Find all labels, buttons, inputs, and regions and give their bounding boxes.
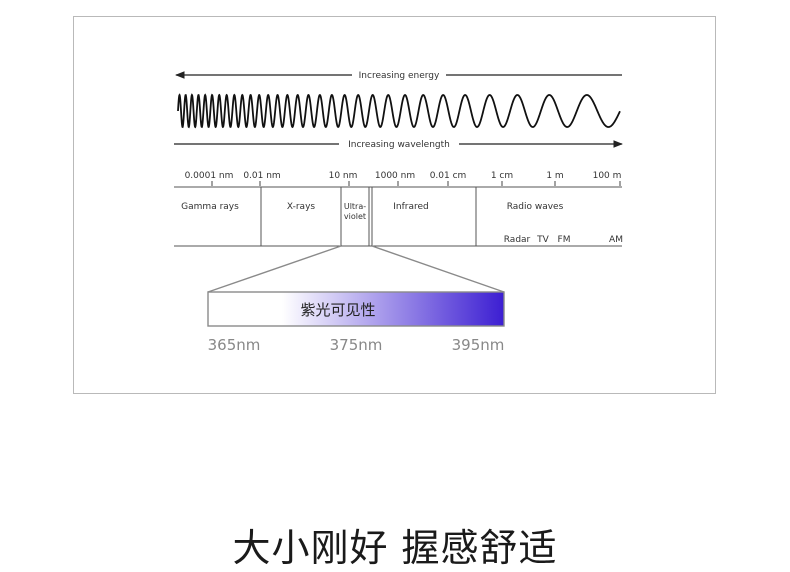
radio-sub-fm: FM [558,235,571,245]
energy-label: Increasing energy [359,71,440,81]
band-dividers [260,187,477,246]
radio-sub-tv: TV [536,235,549,245]
band-radio-waves: Radio waves [507,202,564,212]
visible-light-label: 紫光可见性 [300,301,375,319]
band-x-rays: X-rays [287,202,316,212]
radio-sub-radar: Radar [504,235,531,245]
visible-tick-395: 395nm [452,336,505,354]
band-ultraviolet-1: Ultra- [344,202,366,211]
band-ultraviolet-2: violet [344,212,366,221]
caption-text: 大小刚好 握感舒适 [232,526,558,570]
scale-tick-label: 1 m [546,171,563,181]
scale-tick-label: 1 cm [491,171,513,181]
zoom-line-left [207,245,342,293]
scale-tick-label: 0.0001 nm [185,171,234,181]
scale-tick-label: 100 m [593,171,622,181]
spectrum-figure-frame: Increasing energy Increasing wavelength … [73,16,716,394]
visible-tick-365: 365nm [208,336,261,354]
scale-tick-label: 1000 nm [375,171,415,181]
band-gamma-rays: Gamma rays [181,202,239,212]
wavelength-label: Increasing wavelength [348,140,450,150]
scale-tick-label: 0.01 nm [243,171,280,181]
band-infrared: Infrared [393,202,429,212]
radio-sub-am: AM [609,235,623,245]
electromagnetic-spectrum-diagram: Increasing energy Increasing wavelength … [174,71,623,354]
scale-tick-label: 10 nm [329,171,358,181]
scale-tick-label: 0.01 cm [430,171,467,181]
visible-tick-375: 375nm [330,336,383,354]
zoom-line-right [371,245,505,293]
wave-curve [177,93,621,129]
scale-tick-marks [211,181,621,186]
visible-light-bar [207,291,505,327]
